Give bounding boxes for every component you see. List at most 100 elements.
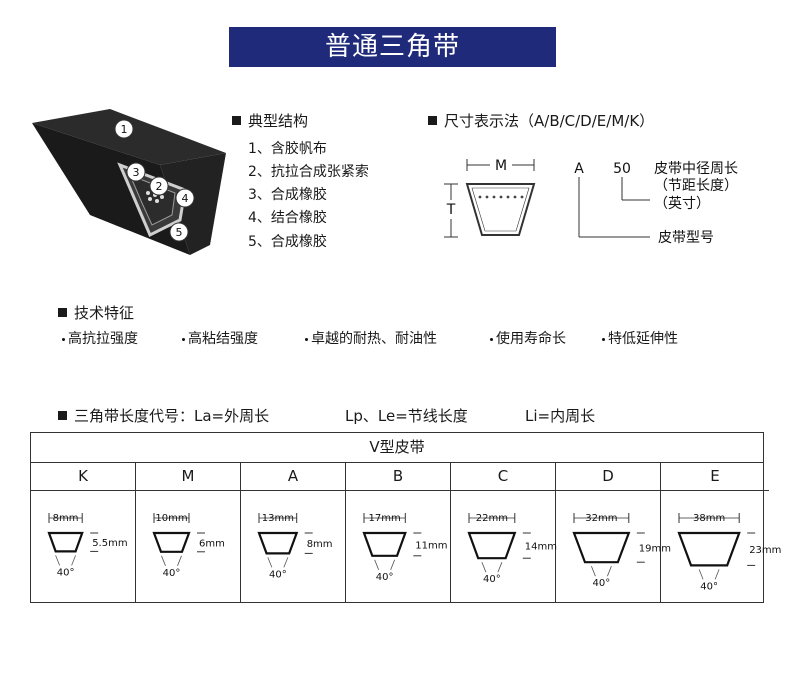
callout-circle-4 [175, 188, 195, 208]
callout-2: 2 [156, 180, 163, 193]
height-label: 8mm [307, 539, 333, 550]
feature-item-3: 卓越的耐热、耐油性 [305, 328, 437, 348]
length-code-lp: Lp、Le=节线长度 [345, 407, 468, 425]
vbelt-column-k: K 8mm 5.5mm 40° [31, 462, 136, 602]
angle-label: 40° [483, 574, 501, 585]
angle-line-right [177, 555, 182, 566]
bullet-dot [62, 337, 65, 341]
length-note-pitch: （节距长度） [654, 178, 738, 194]
vbelt-type-label: M [136, 462, 240, 491]
angle-line-left [481, 562, 487, 573]
structure-item-4: 4、结合橡胶 [248, 210, 327, 226]
structure-heading: 典型结构 [232, 110, 308, 131]
structure-item-1: 1、含胶帆布 [248, 141, 327, 157]
feature-item-4: 使用寿命长 [490, 328, 566, 348]
vbelt-column-m: M 10mm 6mm 40° [136, 462, 241, 602]
vbelt-column-d: D 32mm 19mm 40° [556, 462, 671, 602]
angle-line-right [714, 569, 720, 580]
bullet-dot [182, 337, 185, 341]
height-label: 14mm [525, 542, 557, 553]
height-label: 19mm [639, 544, 671, 555]
length-code-li: Li=内周长 [525, 407, 596, 425]
length-number: 50 [613, 161, 631, 177]
belt-profile-outline [465, 183, 536, 236]
feature-item-5: 特低延伸性 [602, 328, 678, 348]
bullet-dot [305, 337, 308, 341]
angle-label: 40° [163, 568, 181, 579]
vbelt-type-label: K [31, 462, 135, 491]
angle-label: 40° [57, 567, 75, 578]
vbelt-type-label: D [556, 462, 660, 491]
callout-circle-2 [149, 176, 169, 196]
angle-label: 40° [376, 572, 394, 583]
vbelt-profile-drawing: 17mm 11mm 40° [362, 513, 448, 583]
bullet-square [58, 411, 67, 420]
vbelt-profile-shape [572, 531, 631, 564]
bullet-square [232, 116, 241, 125]
vbelt-profile-shape [152, 531, 191, 553]
angle-label: 40° [593, 578, 611, 589]
bullet-square [428, 116, 437, 125]
belt-front-face [160, 153, 226, 255]
width-label: 22mm [476, 513, 508, 524]
angle-line-left [591, 566, 596, 577]
vbelt-profile-shape [677, 531, 741, 567]
bullet-dot [490, 337, 493, 341]
height-letter: T [446, 202, 456, 218]
angle-line-left [161, 555, 166, 566]
vbelt-profile-drawing: 10mm 6mm 40° [152, 513, 225, 579]
vbelt-type-label: B [346, 462, 450, 491]
width-label: 8mm [53, 513, 79, 524]
callout-3: 3 [133, 166, 140, 179]
angle-line-right [283, 557, 289, 568]
features-heading: 技术特征 [58, 302, 134, 323]
vbelt-type-label: E [661, 462, 769, 491]
vbelt-profile-drawing: 13mm 8mm 40° [257, 513, 333, 580]
angle-line-left [698, 569, 704, 580]
page-title: 普通三角带 [324, 32, 460, 62]
height-label: 5.5mm [92, 538, 127, 549]
vbelt-profile-shape [47, 531, 84, 553]
angle-line-right [607, 566, 612, 577]
structure-item-2: 2、抗拉合成张紧索 [248, 164, 369, 180]
vbelt-column-c: C 22mm 14mm 40° [451, 462, 557, 602]
feature-item-2: 高粘结强度 [182, 328, 258, 348]
angle-line-right [71, 555, 76, 566]
angle-line-right [497, 562, 503, 573]
angle-label: 40° [269, 569, 287, 580]
vbelt-type-label: C [451, 462, 555, 491]
belt-profile-cords [478, 195, 524, 199]
page-title-banner: 普通三角带 [229, 27, 556, 67]
structure-item-3: 3、合成橡胶 [248, 187, 327, 203]
vbelt-profile-shape [467, 531, 517, 560]
size-notation-diagram: M T A 50 皮带中径周长 （节距长度） （英寸） 皮带型号 [444, 158, 738, 246]
height-label: 11mm [415, 540, 447, 551]
callout-5: 5 [176, 226, 183, 239]
vbelt-profile-drawing: 22mm 14mm 40° [467, 513, 557, 585]
vbelt-profile-drawing: 32mm 19mm 40° [572, 513, 671, 589]
callout-circle-5 [169, 222, 189, 242]
vbelt-profile-drawing: 8mm 5.5mm 40° [47, 513, 128, 578]
belt-structure-illustration: 1 3 2 4 5 [32, 109, 226, 255]
width-label: 38mm [693, 513, 725, 524]
callout-circle-3 [126, 162, 146, 182]
height-label: 6mm [199, 538, 225, 549]
vbelt-column-b: B 17mm 11mm 40° [346, 462, 451, 602]
angle-line-left [374, 559, 380, 570]
vbelt-profile-shape [362, 531, 407, 557]
height-label: 23mm [749, 545, 781, 556]
size-notation-heading: 尺寸表示法（A/B/C/D/E/M/K） [428, 110, 654, 131]
angle-line-left [55, 555, 60, 566]
width-label: 17mm [369, 513, 401, 524]
width-label: 10mm [155, 513, 187, 524]
angle-line-left [267, 557, 273, 568]
length-note-inch: （英寸） [654, 195, 710, 212]
bullet-square [58, 308, 67, 317]
callout-1: 1 [121, 123, 128, 136]
callout-circle-1 [114, 119, 134, 139]
width-label: 13mm [262, 513, 294, 524]
structure-item-5: 5、合成橡胶 [248, 234, 327, 250]
width-label: 32mm [585, 513, 617, 524]
